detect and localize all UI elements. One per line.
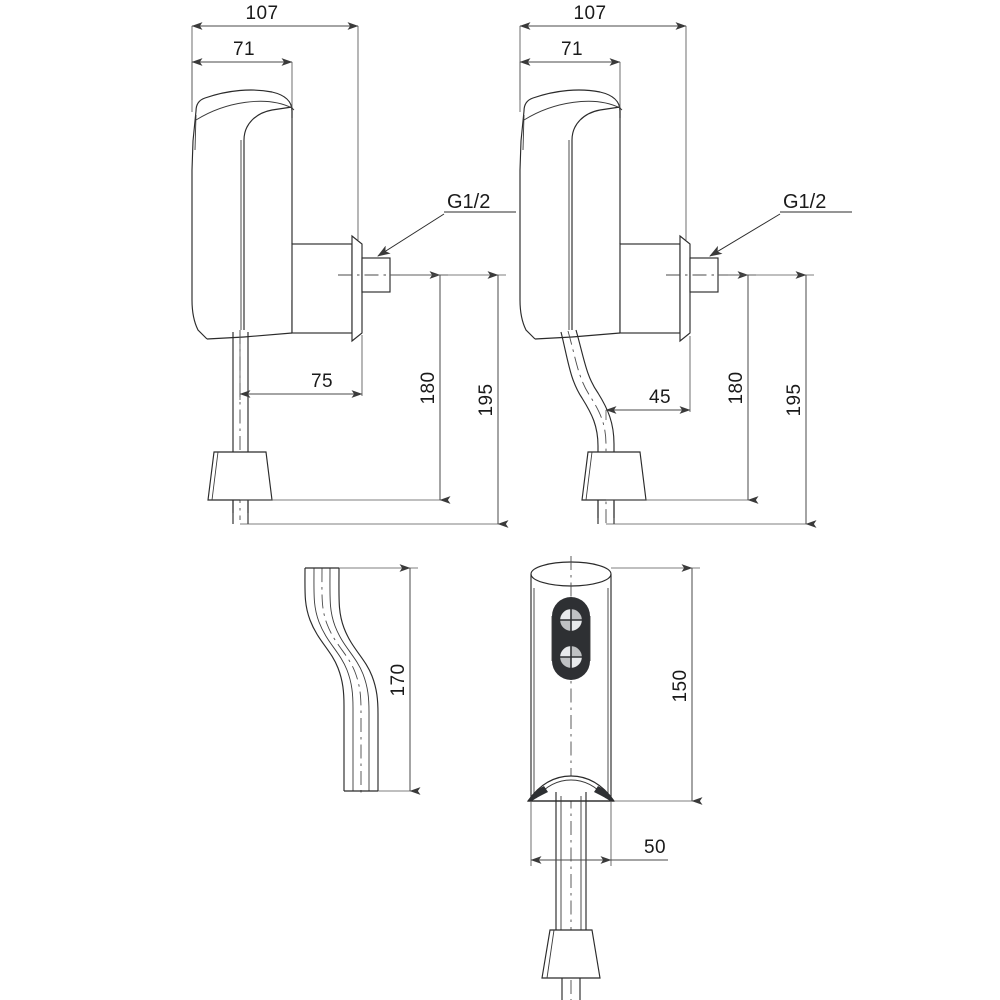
thread-callout-g12: G1/2	[377, 191, 516, 257]
view-spout-tube-profile: 170	[304, 564, 421, 795]
dim-value-45: 45	[649, 387, 671, 408]
mounting-cone	[541, 929, 601, 1000]
view-front-sensor-body: 150 50	[526, 556, 703, 1000]
dim-value-107-right: 107	[574, 3, 607, 24]
view-side-curved-spout: G1/2 107 71 45 180	[519, 3, 852, 528]
dim-value-180-right: 180	[726, 372, 747, 405]
dim-value-71-left: 71	[233, 39, 255, 60]
dim-value-170: 170	[388, 664, 409, 697]
dim-value-71-right: 71	[561, 39, 583, 60]
dim-value-107-left: 107	[246, 3, 279, 24]
dim-value-150: 150	[670, 670, 691, 703]
aerator-nozzle-2	[581, 451, 647, 524]
sensor-window	[551, 597, 591, 680]
inlet-connector	[291, 234, 400, 343]
view-side-straight-spout: G1/2 107 71 75 180	[191, 3, 516, 528]
dim-value-195-left: 195	[476, 384, 497, 417]
dimension-45: 45	[605, 336, 691, 420]
dimension-75: 75	[239, 333, 363, 400]
dim-value-195-right: 195	[784, 384, 805, 417]
sensor-lens-upper	[558, 607, 584, 633]
dimension-170: 170	[339, 564, 421, 795]
label-g12-2: G1/2	[783, 191, 826, 213]
faucet-body-outline	[191, 89, 295, 340]
dimension-50: 50	[530, 801, 668, 866]
dimension-180-right: 180	[606, 271, 759, 504]
dimension-71-right: 71	[519, 39, 621, 108]
faucet-body-outline-2	[519, 89, 623, 340]
dim-value-180-left: 180	[418, 372, 439, 405]
dimension-107-right: 107	[519, 3, 687, 240]
dim-value-75: 75	[311, 371, 333, 392]
label-g12: G1/2	[447, 191, 490, 213]
tube-profile-outline	[304, 567, 379, 795]
dimension-195-right: 195	[606, 271, 817, 528]
dim-value-50: 50	[644, 837, 666, 858]
dimension-195-left: 195	[240, 271, 509, 528]
dimension-150: 150	[611, 564, 703, 805]
thread-callout-g12-2: G1/2	[709, 191, 852, 257]
inlet-connector-2	[619, 234, 728, 343]
base-flange	[526, 775, 616, 802]
spout-tube-curved	[560, 329, 615, 524]
sensor-lens-lower	[558, 644, 584, 670]
dimension-71-left: 71	[191, 39, 293, 108]
dimension-107-left: 107	[191, 3, 359, 240]
aerator-nozzle	[207, 451, 273, 524]
